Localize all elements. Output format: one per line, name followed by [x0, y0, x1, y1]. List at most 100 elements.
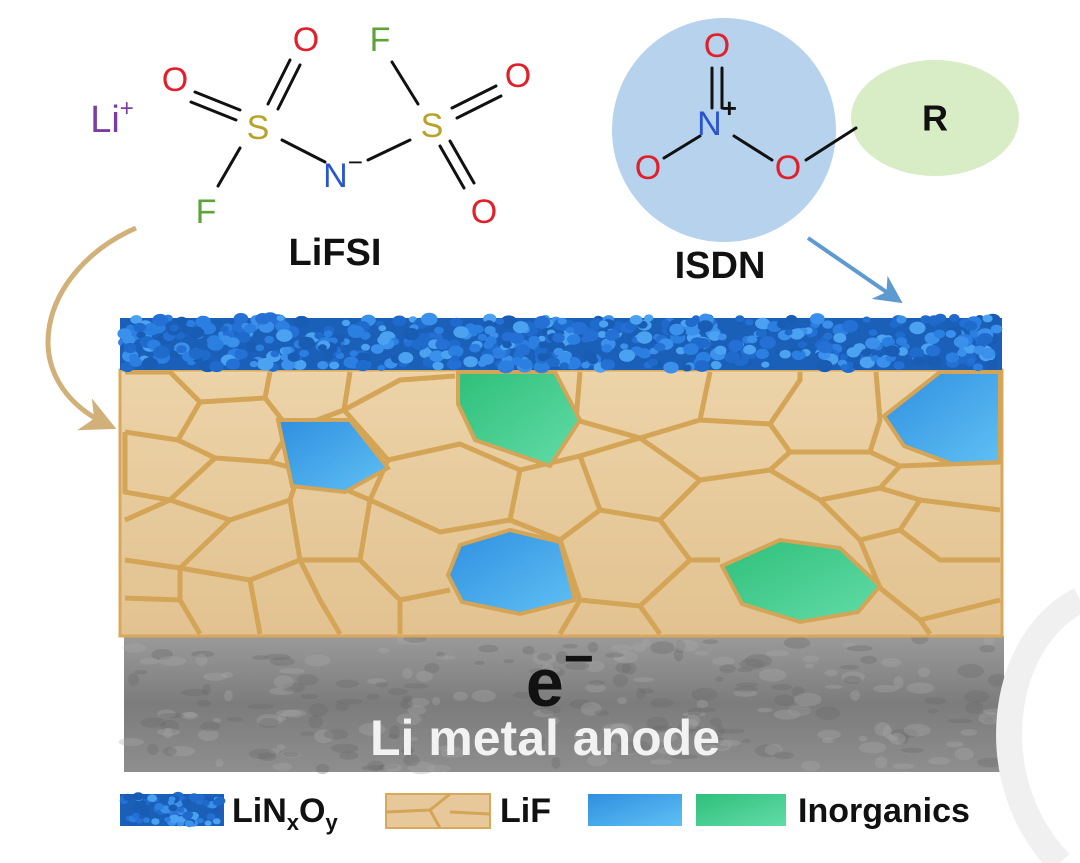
anode-texture-spot	[407, 761, 436, 775]
linxoy-particle	[298, 336, 315, 350]
anode-texture-spot	[687, 707, 702, 717]
linxoy-particle	[694, 360, 710, 372]
linxoy-particle	[403, 340, 413, 347]
bond	[189, 100, 238, 122]
anode-texture-spot	[382, 763, 403, 772]
linxoy-particle	[897, 347, 908, 356]
anode-texture-spot	[140, 717, 166, 728]
linxoy-particle	[629, 315, 643, 325]
linxoy-particle	[314, 331, 324, 340]
anode-texture-spot	[824, 669, 838, 677]
linxoy-particle	[761, 361, 770, 368]
oxygen-atom: O	[471, 193, 497, 231]
linxoy-particle	[957, 356, 967, 364]
oxygen-atom: O	[293, 21, 319, 59]
anode-texture-spot	[789, 705, 810, 715]
anode-texture-spot	[734, 686, 759, 692]
linxoy-particle	[697, 320, 714, 332]
anode-texture-spot	[440, 748, 467, 758]
linxoy-particle	[893, 361, 905, 370]
anode-texture-spot	[964, 690, 990, 703]
anode-texture-spot	[793, 692, 822, 707]
anode-texture-spot	[436, 651, 445, 658]
anode-texture-spot	[282, 682, 306, 693]
linxoy-particle	[446, 358, 462, 370]
anode-texture-spot	[279, 668, 305, 674]
linxoy-particle	[495, 318, 505, 325]
anode-texture-spot	[615, 662, 632, 674]
anode-texture-spot	[275, 709, 302, 717]
linxoy-particle	[547, 357, 560, 368]
lifsi-molecule: Li+ O O S F N− F S O O LiFSI	[90, 21, 531, 274]
linxoy-particle	[477, 333, 488, 341]
anode-texture-spot	[715, 739, 730, 749]
linxoy-particle	[925, 345, 941, 357]
anode-texture-spot	[252, 655, 268, 660]
linxoy-particle	[755, 317, 770, 330]
anode-texture-spot	[564, 662, 590, 670]
linxoy-particle	[945, 352, 959, 363]
linxoy-particle	[293, 315, 310, 328]
anode-texture-spot	[304, 654, 331, 667]
linxoy-particle	[245, 342, 259, 352]
isdn-circle	[612, 18, 836, 242]
anode-texture-spot	[621, 662, 637, 675]
linxoy-particle	[675, 347, 686, 355]
oxygen-atom: O	[505, 57, 531, 95]
anode-texture-spot	[709, 717, 722, 727]
linxoy-particle	[967, 357, 976, 364]
linxoy-particle	[683, 343, 699, 356]
legend-label-linxoy: LiNxOy	[232, 792, 338, 835]
anode-texture-spot	[388, 733, 400, 739]
anode-texture-spot	[335, 702, 349, 712]
linxoy-particle	[605, 329, 620, 341]
legend-label-lif: LiF	[500, 792, 551, 830]
bond	[804, 126, 858, 162]
linxoy-particle	[433, 326, 444, 335]
anode-texture-spot	[147, 743, 159, 756]
linxoy-particle	[945, 330, 956, 338]
linxoy-particle	[648, 358, 658, 367]
linxoy-particle	[195, 315, 211, 328]
anode-texture-spot	[673, 647, 684, 662]
anode-texture-spot	[406, 638, 423, 645]
legend-swatch-blue	[588, 794, 682, 826]
linxoy-particle	[885, 345, 900, 357]
anode-texture-spot	[613, 673, 629, 687]
anode-texture-spot	[901, 747, 925, 753]
anode-texture-spot	[403, 683, 429, 689]
anode-texture-spot	[335, 679, 359, 688]
anode-texture-spot	[691, 687, 718, 702]
linxoy-particle	[600, 359, 615, 371]
linxoy-particle	[791, 350, 802, 359]
linxoy-particle	[912, 356, 926, 367]
linxoy-particle	[341, 319, 351, 327]
isdn-arrow	[806, 236, 903, 304]
anode-texture-spot	[618, 745, 639, 755]
anode-texture-spot	[361, 765, 389, 771]
linxoy-particle	[141, 357, 159, 370]
linxoy-particle	[123, 793, 133, 801]
linxoy-particle	[972, 363, 984, 372]
anode-texture-spot	[903, 724, 931, 737]
anode-texture-spot	[536, 652, 553, 661]
anode-texture-spot	[202, 684, 211, 696]
anode-texture-spot	[203, 672, 228, 681]
linxoy-particle	[275, 320, 290, 333]
linxoy-particle	[280, 354, 289, 361]
li-metal-anode: e− Li metal anode	[118, 630, 1011, 775]
anode-texture-spot	[631, 740, 651, 754]
linxoy-particle	[518, 359, 533, 370]
inorganic-grain-blue	[275, 418, 392, 495]
anode-texture-spot	[512, 691, 537, 699]
linxoy-particle	[861, 348, 871, 357]
linxoy-particle	[817, 341, 833, 354]
anode-texture-spot	[180, 689, 209, 697]
anode-texture-spot	[258, 752, 277, 761]
anode-texture-spot	[415, 670, 433, 682]
linxoy-particle	[147, 794, 158, 802]
linxoy-particle	[509, 332, 525, 344]
anode-texture-spot	[764, 744, 783, 756]
linxoy-particle	[204, 820, 212, 826]
anode-texture-spot	[160, 719, 179, 734]
